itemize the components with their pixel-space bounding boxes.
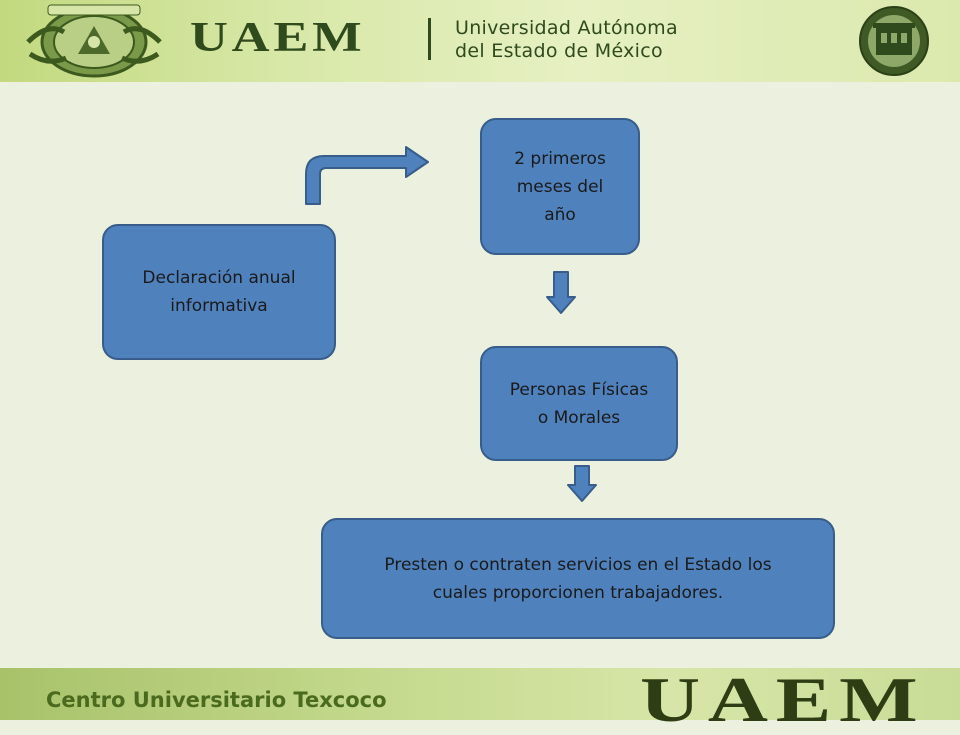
node-presten-line1: Presten o contraten servicios en el Esta…	[384, 554, 772, 575]
header-divider	[428, 18, 431, 60]
university-seal-left-icon	[26, 4, 162, 78]
node-presten-servicios: Presten o contraten servicios en el Esta…	[321, 518, 835, 639]
node-personas-line2: o Morales	[537, 407, 621, 428]
header-banner: UAEM Universidad Autónoma del Estado de …	[0, 0, 960, 82]
node-presten-line2: cuales proporcionen trabajadores.	[432, 582, 724, 603]
node-primeros-meses: 2 primeros meses del año	[480, 118, 640, 255]
node-declaracion-anual: Declaración anual informativa	[102, 224, 336, 360]
university-name: Universidad Autónoma del Estado de Méxic…	[455, 17, 678, 63]
university-name-line2: del Estado de México	[455, 40, 663, 62]
node-personas-line1: Personas Físicas	[509, 379, 649, 400]
bent-arrow-declaracion-to-meses	[305, 146, 429, 205]
node-declaracion-line1: Declaración anual	[142, 268, 296, 288]
campus-name: Centro Universitario Texcoco	[46, 688, 387, 712]
uaem-logo: UAEM	[190, 15, 366, 61]
node-meses-line3: año	[544, 204, 576, 225]
footer-banner	[0, 668, 960, 720]
building-seal-right-icon	[859, 6, 929, 76]
university-name-line1: Universidad Autónoma	[455, 17, 678, 39]
node-declaracion-line2: informativa	[170, 296, 268, 316]
node-meses-line2: meses del	[516, 176, 604, 197]
node-meses-line1: 2 primeros	[514, 148, 606, 169]
down-arrow-personas-to-presten	[567, 465, 597, 502]
down-arrow-meses-to-personas	[546, 271, 576, 314]
footer-uaem-logo: UAEM	[640, 664, 926, 735]
node-personas-fisicas-morales: Personas Físicas o Morales	[480, 346, 678, 461]
